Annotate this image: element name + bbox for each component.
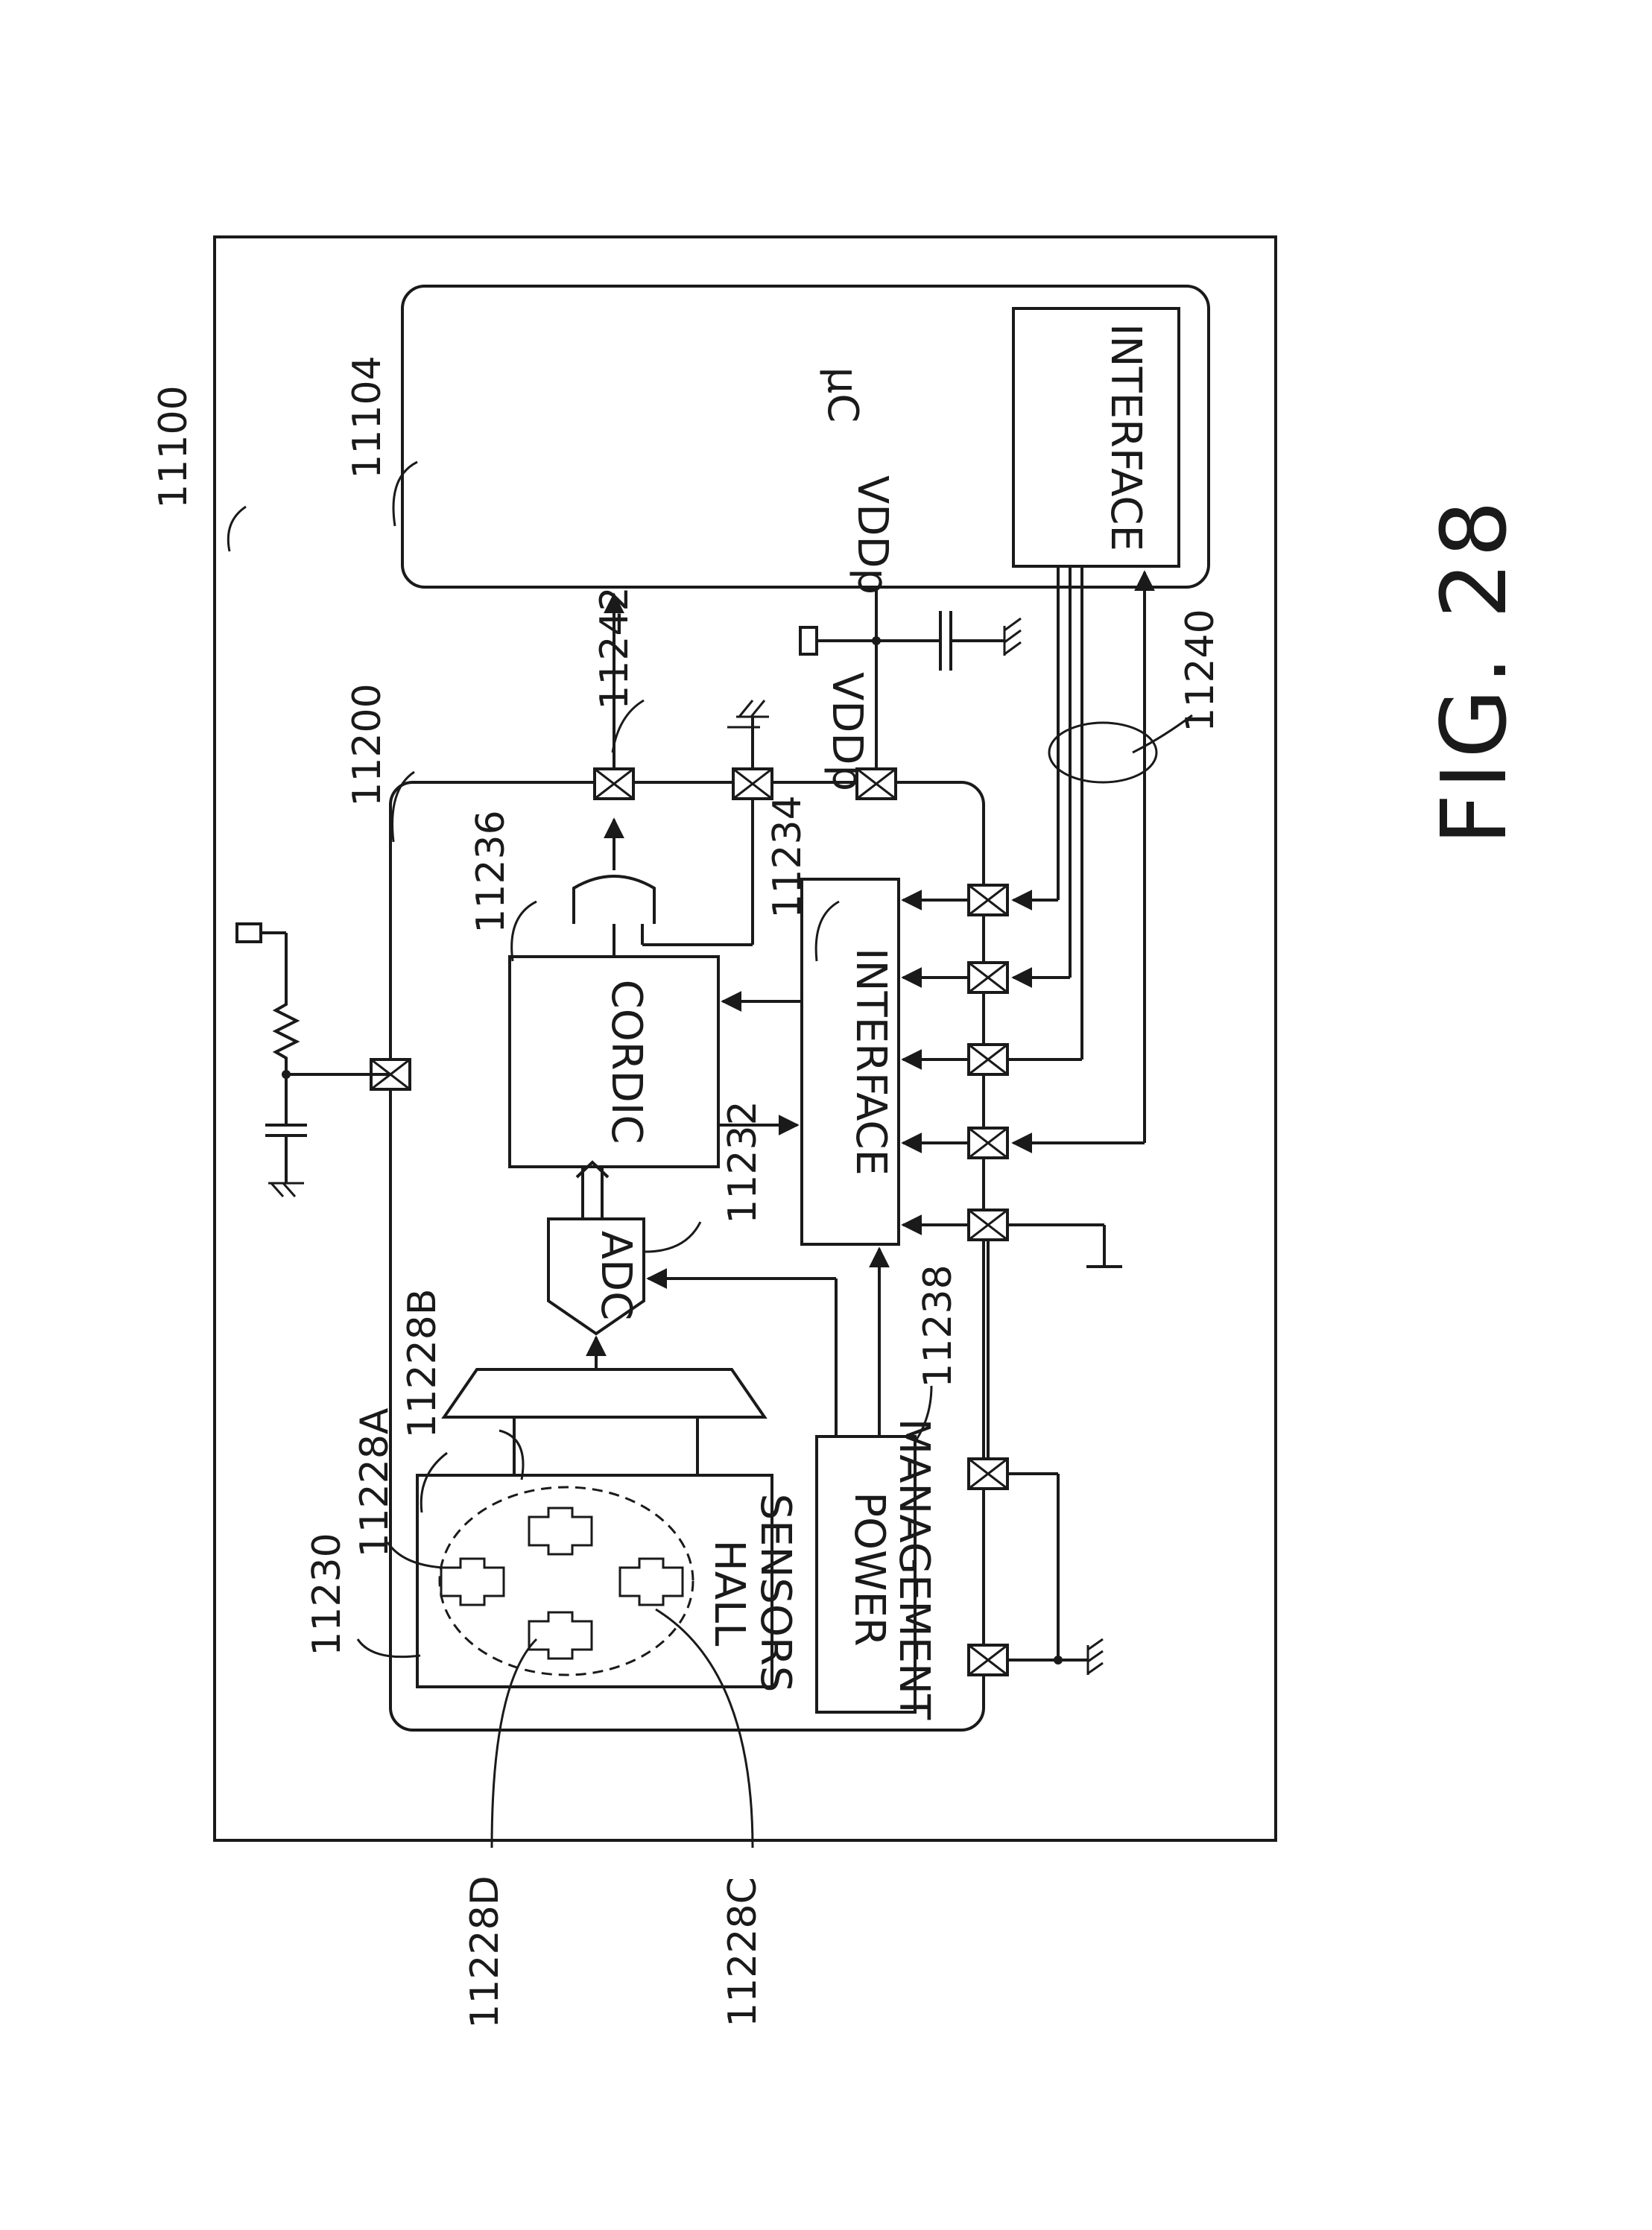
mcu-label: μC bbox=[818, 367, 867, 423]
mcu-interface-block bbox=[1012, 307, 1180, 568]
sensor-chip-block bbox=[389, 781, 985, 1732]
ref-11228D: 11228D bbox=[463, 1875, 507, 2028]
pad-power-2 bbox=[967, 1644, 1009, 1676]
hall-sensor-a bbox=[440, 1557, 505, 1606]
pad-bus-3 bbox=[967, 1043, 1009, 1076]
bus-bundle-ring bbox=[1048, 721, 1158, 784]
mcu-interface-label: INTERFACE bbox=[1101, 323, 1150, 551]
ref-11200: 11200 bbox=[345, 683, 390, 806]
hall-sensor-d bbox=[528, 1611, 593, 1660]
ref-11230: 11230 bbox=[305, 1533, 349, 1656]
hall-sensor-b bbox=[528, 1507, 593, 1556]
pad-bus-4 bbox=[967, 1127, 1009, 1159]
microcontroller-block bbox=[401, 285, 1210, 589]
cordic-label: CORDIC bbox=[602, 980, 651, 1144]
vdd-label-chip: VDDp bbox=[823, 672, 871, 791]
ref-11100: 11100 bbox=[151, 385, 196, 508]
power-label-2: MANAGEMENT bbox=[890, 1419, 938, 1720]
hall-label-1: HALL bbox=[705, 1540, 753, 1647]
ref-11238: 11238 bbox=[916, 1264, 960, 1387]
outer-boundary bbox=[213, 235, 1277, 1842]
figure-label: FIG. 28 bbox=[1423, 496, 1527, 845]
multiplexer bbox=[441, 1368, 768, 1419]
and-gate bbox=[572, 875, 656, 924]
power-management-block bbox=[815, 1435, 917, 1714]
pad-power-1 bbox=[967, 1457, 1009, 1490]
power-label-1: POWER bbox=[845, 1492, 893, 1647]
pad-ground-top bbox=[732, 767, 773, 800]
pad-output bbox=[593, 767, 635, 800]
hall-sensor-c bbox=[618, 1557, 684, 1606]
ref-11234: 11234 bbox=[765, 795, 810, 918]
ref-11240: 11240 bbox=[1178, 609, 1223, 732]
ref-11104: 11104 bbox=[345, 355, 390, 478]
hall-sensors-block bbox=[416, 1474, 773, 1688]
pad-ground-bottom bbox=[967, 1209, 1009, 1241]
hall-label-2: SENSORS bbox=[751, 1494, 800, 1693]
ref-11242: 11242 bbox=[592, 586, 637, 709]
ref-11236: 11236 bbox=[469, 810, 513, 933]
adc-block bbox=[547, 1217, 645, 1336]
chip-interface-label: INTERFACE bbox=[846, 948, 895, 1176]
pad-bus-1 bbox=[967, 884, 1009, 916]
pad-bus-2 bbox=[967, 961, 1009, 994]
adc-label: ADC bbox=[592, 1231, 640, 1321]
chip-interface-block bbox=[800, 878, 900, 1246]
sensor-ring bbox=[438, 1486, 694, 1676]
ref-11228B: 11228B bbox=[400, 1288, 445, 1438]
ref-11232: 11232 bbox=[721, 1100, 765, 1223]
ref-11228A: 11228A bbox=[352, 1407, 397, 1557]
vdd-label-mcu: VDDp bbox=[848, 475, 896, 595]
ref-11228C: 11228C bbox=[721, 1877, 765, 2027]
